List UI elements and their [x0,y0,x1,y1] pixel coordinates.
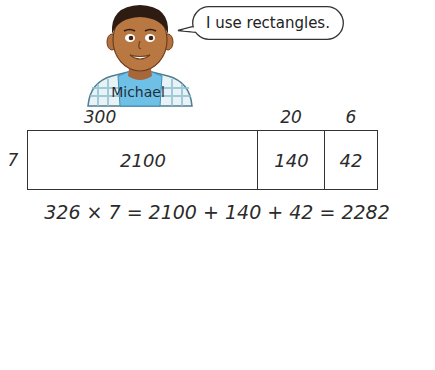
speech-bubble: I use rectangles. [192,6,344,40]
bubble-shape [193,7,344,40]
bubble-tail-join [182,25,203,32]
column-header: 300 [84,107,116,127]
eye [145,34,155,42]
area-cell: 42 [324,130,378,190]
boy-figure [88,5,192,106]
pupil [129,36,134,41]
name-tag: Michael [111,84,165,100]
hair [112,5,168,34]
eyebrow [145,30,156,32]
speech-text: I use rectangles. [206,14,330,32]
equation: 326 × 7 = 2100 + 140 + 42 = 2282 [44,201,390,223]
product-value: 42 [340,150,363,171]
pupil [149,36,154,41]
column-header: 6 [346,107,357,127]
row-header: 7 [8,150,19,170]
product-value: 140 [274,150,308,171]
nose [139,41,141,49]
eyebrow [124,30,135,32]
area-cell: 140 [257,130,326,190]
column-header: 20 [280,107,302,127]
smile [130,55,150,59]
eye [125,34,135,42]
bubble-tail [178,25,204,34]
product-value: 2100 [120,150,166,171]
area-cell: 2100 [27,130,259,190]
